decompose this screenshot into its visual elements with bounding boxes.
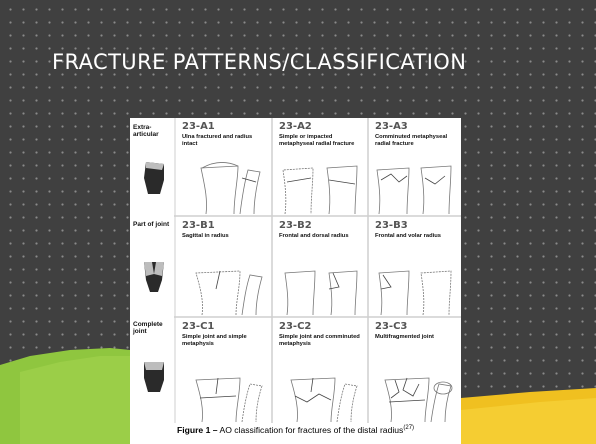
- caption-prefix: Figure 1 –: [177, 425, 218, 435]
- caption-text: AO classification for fractures of the d…: [218, 425, 404, 435]
- ao-classification-figure: Extra-articular Part of joint Complete j…: [130, 118, 461, 444]
- classification-grid: Extra-articular Part of joint Complete j…: [130, 118, 461, 423]
- caption-reference: (27): [403, 425, 414, 431]
- grid-lines: [130, 118, 461, 423]
- figure-caption: Figure 1 – AO classification for fractur…: [130, 425, 461, 435]
